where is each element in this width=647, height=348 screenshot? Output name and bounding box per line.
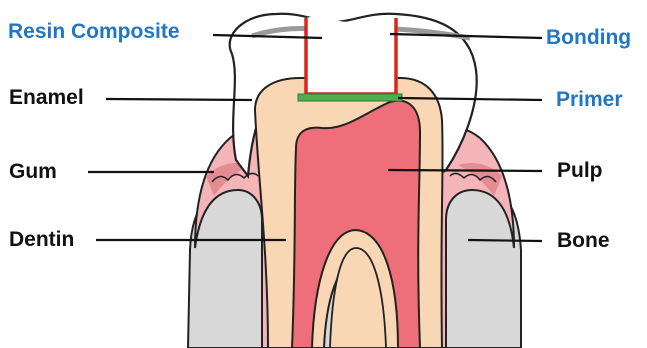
bonding-label: Bonding: [546, 27, 631, 48]
bone-leader: [468, 240, 542, 241]
pulp-label: Pulp: [557, 160, 603, 181]
resin-composite-shape: [306, 17, 396, 94]
primer-label: Primer: [556, 89, 623, 110]
dentin-label: Dentin: [9, 229, 74, 250]
primer-layer-shape: [298, 94, 402, 101]
resin-composite-label: Resin Composite: [8, 21, 180, 42]
pulp-leader: [388, 170, 542, 171]
enamel-leader: [106, 99, 252, 100]
enamel-label: Enamel: [9, 87, 84, 108]
bone-label: Bone: [557, 230, 610, 251]
gum-label: Gum: [9, 161, 57, 182]
